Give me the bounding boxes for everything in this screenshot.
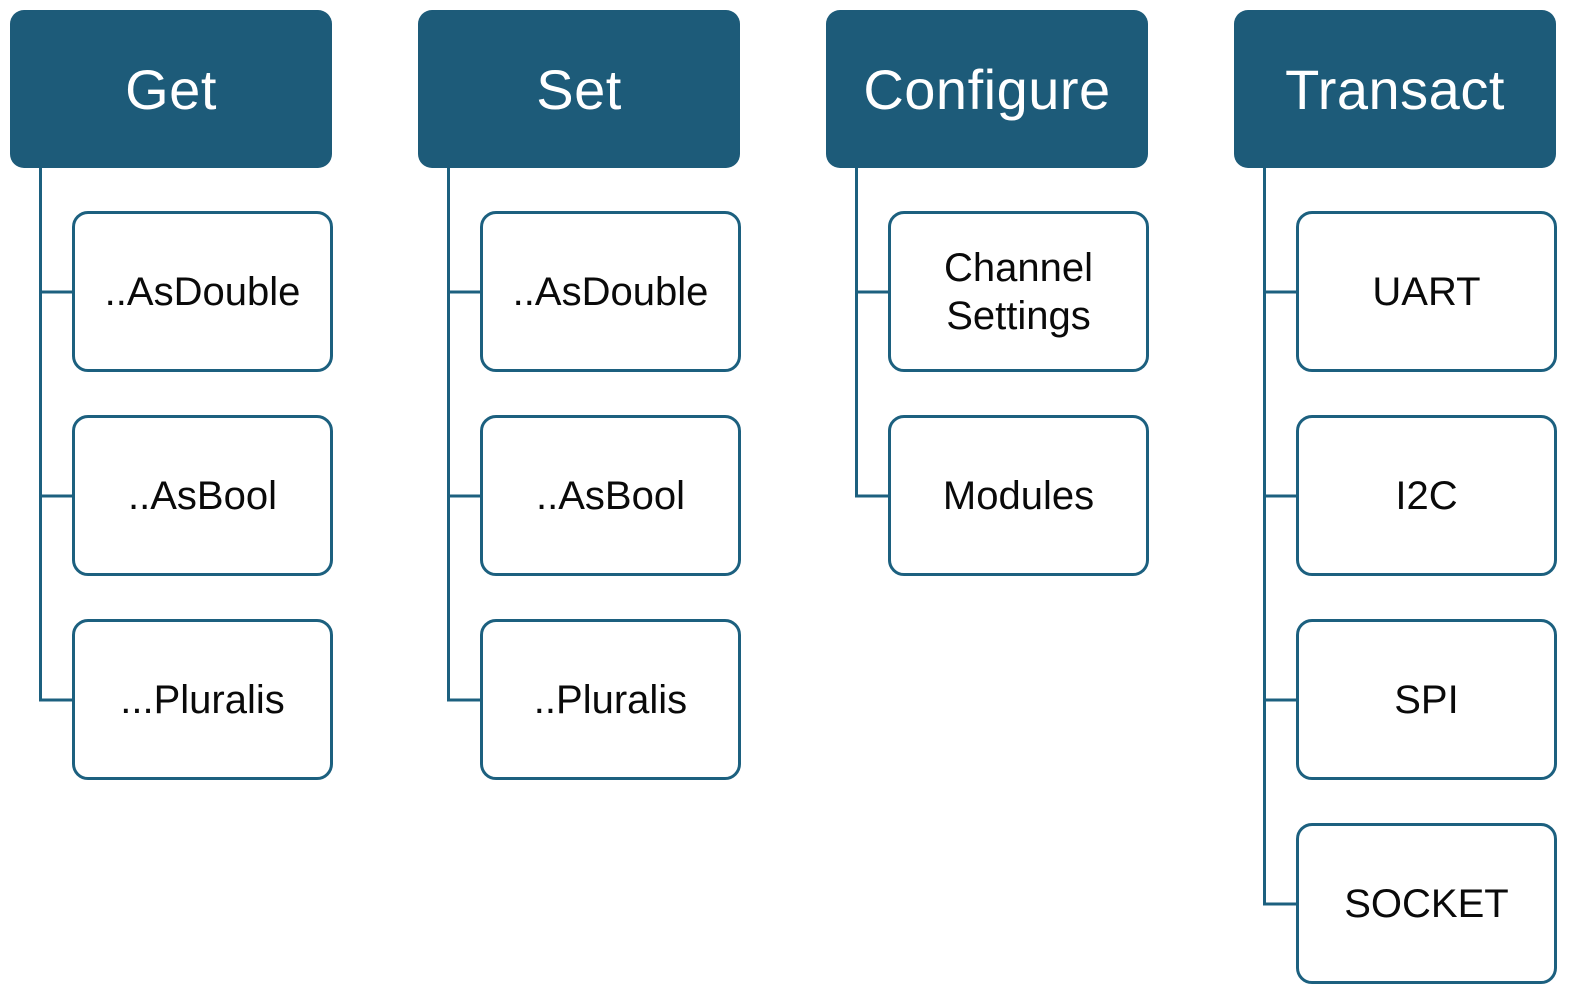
node-transact-i2c: I2C xyxy=(1296,415,1557,576)
tree-row: SOCKET xyxy=(1234,823,1557,984)
node-label: ..AsBool xyxy=(128,473,277,518)
node-transact-spi: SPI xyxy=(1296,619,1557,780)
tree-row: ..AsDouble xyxy=(10,211,333,372)
branch-transact: Transact UART I2C SPI xyxy=(1234,10,1557,984)
node-transact-uart: UART xyxy=(1296,211,1557,372)
node-label: ...Pluralis xyxy=(120,677,285,722)
node-label: Channel Settings xyxy=(943,245,1093,338)
node-label: UART xyxy=(1372,269,1481,314)
node-transact-socket: SOCKET xyxy=(1296,823,1557,984)
command-tree-diagram: Get ..AsDouble ..AsBool ...Pluralis xyxy=(10,10,1557,984)
node-set-asdouble: ..AsDouble xyxy=(480,211,741,372)
branch-set-children: ..AsDouble ..AsBool ..Pluralis xyxy=(418,211,741,780)
branch-header-transact: Transact xyxy=(1234,10,1556,168)
branch-header-transact-label: Transact xyxy=(1285,57,1505,121)
tree-row: UART xyxy=(1234,211,1557,372)
tree-row: Channel Settings xyxy=(826,211,1149,372)
node-label: SOCKET xyxy=(1344,881,1509,926)
branch-set: Set ..AsDouble ..AsBool ..Pluralis xyxy=(418,10,741,984)
branch-header-configure: Configure xyxy=(826,10,1148,168)
node-label: SPI xyxy=(1394,677,1459,722)
node-get-asdouble: ..AsDouble xyxy=(72,211,333,372)
tree-row: ..AsBool xyxy=(418,415,741,576)
branch-header-get: Get xyxy=(10,10,332,168)
node-get-asbool: ..AsBool xyxy=(72,415,333,576)
node-configure-channel-settings: Channel Settings xyxy=(888,211,1149,372)
branch-get: Get ..AsDouble ..AsBool ...Pluralis xyxy=(10,10,333,984)
node-set-pluralis: ..Pluralis xyxy=(480,619,741,780)
tree-row: ...Pluralis xyxy=(10,619,333,780)
tree-row: ..AsBool xyxy=(10,415,333,576)
node-label: I2C xyxy=(1395,473,1458,518)
tree-row: ..AsDouble xyxy=(418,211,741,372)
branch-header-get-label: Get xyxy=(125,57,217,121)
branch-get-children: ..AsDouble ..AsBool ...Pluralis xyxy=(10,211,333,780)
node-label: Modules xyxy=(942,473,1095,518)
node-label: ..Pluralis xyxy=(533,677,688,722)
node-label: ..AsBool xyxy=(536,473,685,518)
branch-configure: Configure Channel Settings Modules xyxy=(826,10,1149,984)
branch-header-set-label: Set xyxy=(536,57,622,121)
tree-row: SPI xyxy=(1234,619,1557,780)
node-label: ..AsDouble xyxy=(104,269,301,314)
branch-header-configure-label: Configure xyxy=(863,57,1111,121)
branch-transact-children: UART I2C SPI SOCKET xyxy=(1234,211,1557,984)
node-configure-modules: Modules xyxy=(888,415,1149,576)
branch-header-set: Set xyxy=(418,10,740,168)
node-label: ..AsDouble xyxy=(512,269,709,314)
tree-row: ..Pluralis xyxy=(418,619,741,780)
node-get-pluralis: ...Pluralis xyxy=(72,619,333,780)
tree-row: I2C xyxy=(1234,415,1557,576)
tree-row: Modules xyxy=(826,415,1149,576)
branch-configure-children: Channel Settings Modules xyxy=(826,211,1149,576)
node-set-asbool: ..AsBool xyxy=(480,415,741,576)
